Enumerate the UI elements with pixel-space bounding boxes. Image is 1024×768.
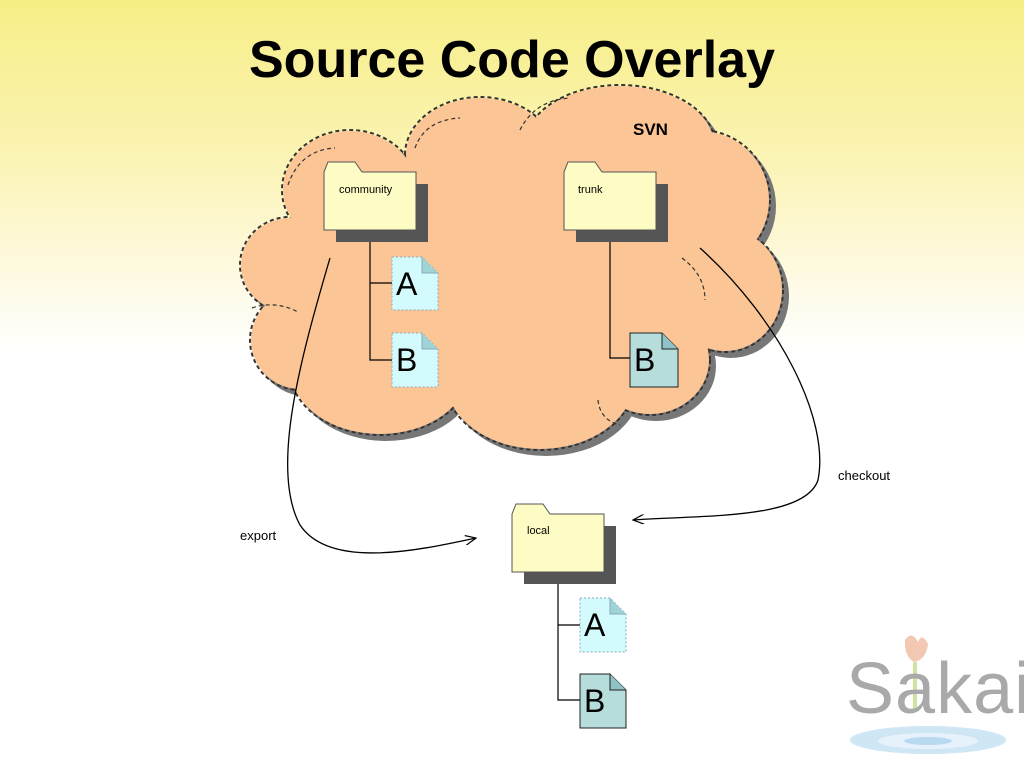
folder-community[interactable] — [323, 161, 428, 242]
doc-community-a[interactable] — [391, 256, 439, 311]
doc-local-a[interactable] — [579, 597, 627, 653]
folder-label-trunk: trunk — [578, 184, 603, 196]
svn-label: SVN — [633, 120, 668, 139]
doc-letter-local-a: A — [584, 607, 606, 643]
doc-trunk-b[interactable] — [629, 332, 679, 388]
doc-letter-local-b: B — [584, 683, 606, 719]
tulip-icon — [904, 635, 928, 662]
doc-letter-trunk-b: B — [634, 342, 656, 378]
checkout-arrow — [633, 247, 821, 520]
checkout-label: checkout — [838, 468, 891, 483]
doc-local-b[interactable] — [579, 673, 627, 729]
slide-title: Source Code Overlay — [249, 31, 775, 89]
folder-local[interactable] — [511, 503, 616, 584]
folder-label-community: community — [339, 184, 393, 196]
export-arrow — [286, 257, 476, 554]
doc-letter-community-b: B — [396, 342, 418, 378]
cloud-inner-arcs — [251, 97, 706, 426]
sakai-logo-text: Sakai — [846, 649, 1024, 729]
doc-letter-community-a: A — [396, 266, 418, 302]
tree-lines — [369, 232, 630, 701]
sakai-logo — [850, 635, 1006, 754]
doc-community-b[interactable] — [391, 332, 439, 388]
folder-label-local: local — [527, 525, 550, 537]
folder-trunk[interactable] — [563, 161, 668, 242]
export-label: export — [240, 528, 277, 543]
